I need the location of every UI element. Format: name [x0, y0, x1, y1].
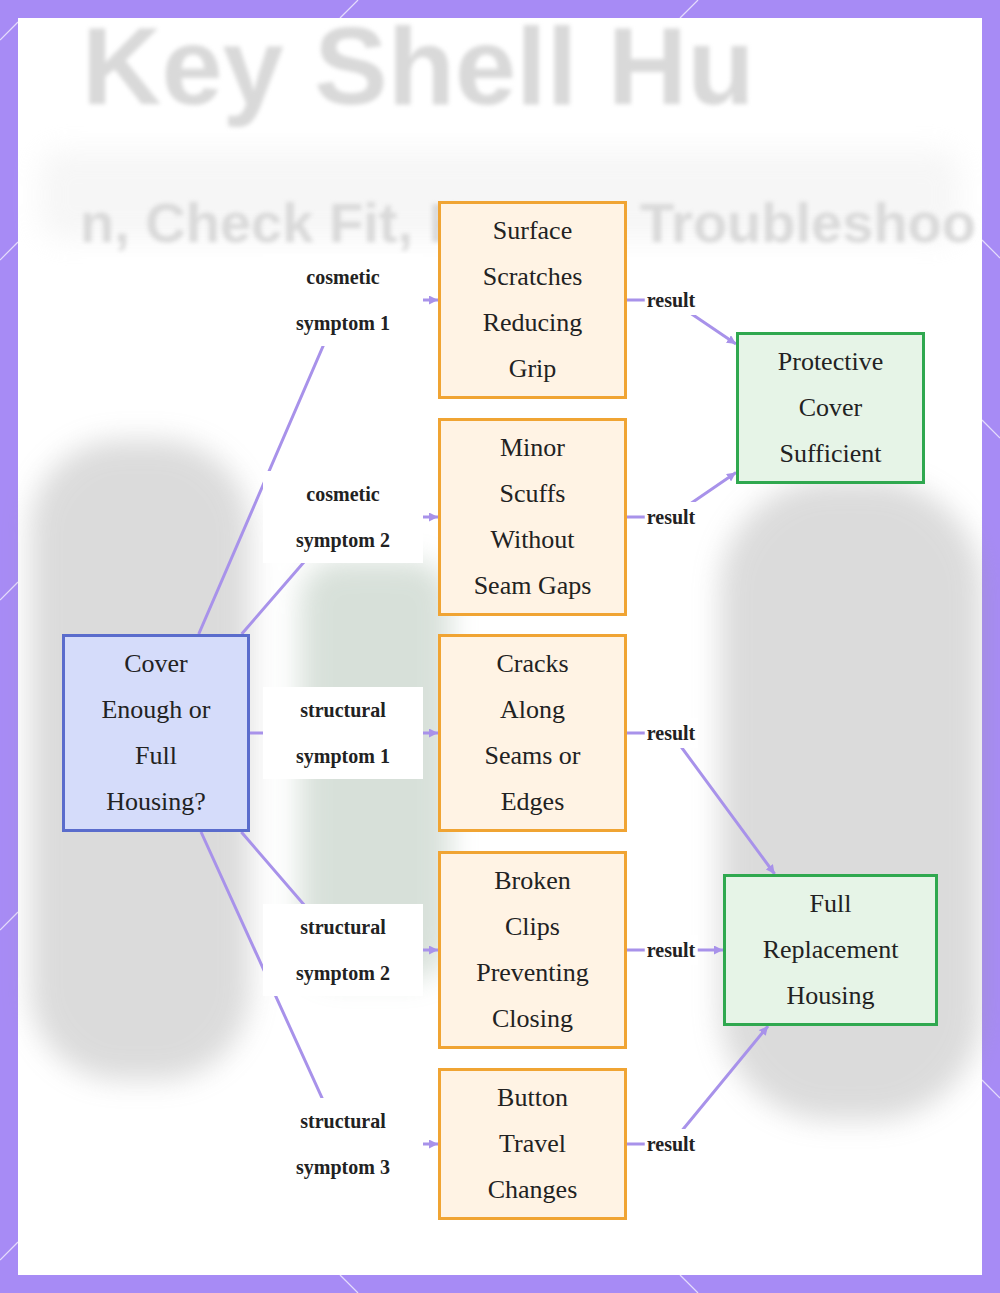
symptom-box: Broken Clips Preventing Closing [438, 851, 627, 1049]
outcome-box: Full Replacement Housing [723, 874, 938, 1026]
node-text: Minor Scuffs Without Seam Gaps [470, 425, 595, 609]
symptom-box: Button Travel Changes [438, 1068, 627, 1220]
edge-label: result [645, 1129, 698, 1159]
watermark-text: Troubleshoo [640, 190, 976, 255]
watermark-text: Key Shell Hu [82, 2, 754, 129]
node-text: Cracks Along Seams or Edges [470, 641, 595, 825]
edge-label: result [645, 285, 698, 315]
decision-box: Cover Enough or Full Housing? [62, 634, 250, 832]
blurred-photo [30, 150, 982, 1120]
edge-label: structural symptom 1 [263, 687, 423, 779]
connector-arrow [627, 1026, 768, 1144]
edge-label: cosmetic symptom 2 [263, 471, 423, 563]
symptom-box: Minor Scuffs Without Seam Gaps [438, 418, 627, 616]
node-text: Protective Cover Sufficient [768, 339, 893, 477]
edge-label: cosmetic symptom 1 [263, 254, 423, 346]
node-text: Button Travel Changes [470, 1075, 595, 1213]
node-text: Surface Scratches Reducing Grip [470, 208, 595, 392]
outcome-box: Protective Cover Sufficient [736, 332, 925, 484]
node-text: Broken Clips Preventing Closing [470, 858, 595, 1042]
edge-label: structural symptom 3 [263, 1098, 423, 1190]
symptom-box: Cracks Along Seams or Edges [438, 634, 627, 832]
edge-label: structural symptom 2 [263, 904, 423, 996]
node-text: Full Replacement Housing [763, 881, 899, 1019]
edge-label: result [645, 718, 698, 748]
symptom-box: Surface Scratches Reducing Grip [438, 201, 627, 399]
watermark-text: n, Check Fit, R [80, 190, 469, 255]
connector-arrow [199, 300, 438, 634]
frame-inner [18, 18, 982, 1275]
node-text: Cover Enough or Full Housing? [94, 641, 218, 825]
edge-label: result [645, 502, 698, 532]
connector-arrow [627, 733, 775, 874]
edge-label: result [645, 935, 698, 965]
